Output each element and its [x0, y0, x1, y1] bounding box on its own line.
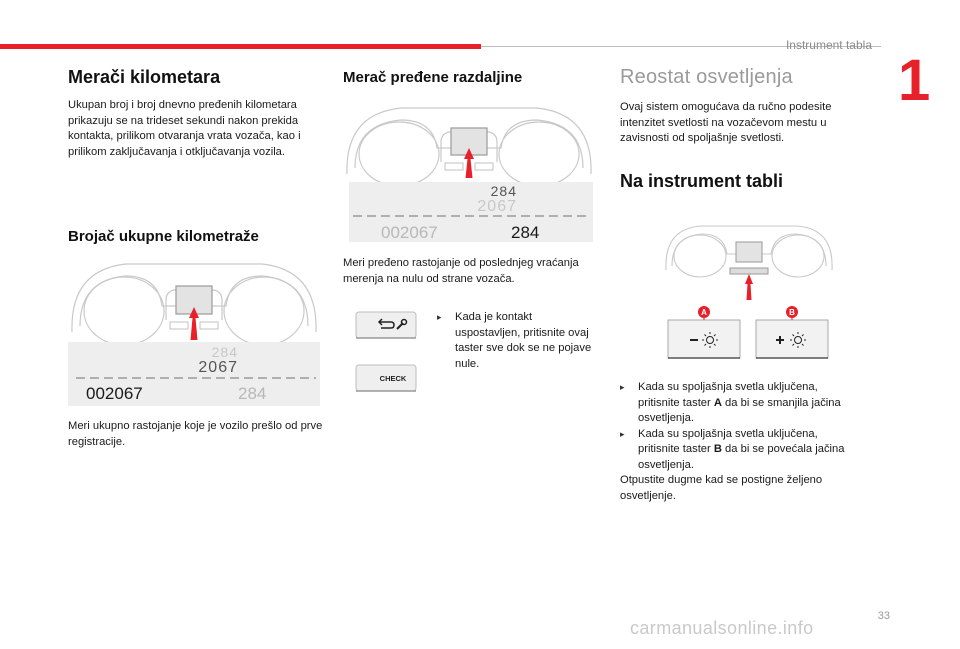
reset-instruction: ▸ Kada je kontakt uspostavljen, pritisni… [437, 310, 597, 372]
total-top-readout: 2067 [198, 359, 238, 376]
total-odometer-caption: Meri ukupno rastojanje koje je vozilo pr… [68, 420, 323, 448]
callout-b-badge [786, 306, 798, 318]
display-panel [68, 342, 320, 406]
reset-arrow-icon [377, 318, 395, 329]
wrench-icon [396, 318, 408, 330]
watermark: carmanualsonline.info [630, 618, 814, 638]
trip-bottom-readout: 284 [511, 223, 539, 242]
display-panel [349, 182, 593, 242]
trip-bottom-readout: 284 [238, 384, 266, 403]
reset-wrench-button[interactable] [355, 311, 417, 339]
cluster-screen [735, 241, 763, 263]
total-top-readout: 2067 [477, 198, 517, 215]
trip-top-readout: 284 [212, 344, 238, 360]
instruction-a-text: Kada su spoljašnja svetla uključena, pri… [638, 381, 818, 409]
dimmer-outro: Otpustite dugme kad se postigne željeno … [620, 474, 823, 502]
page-number: 33 [877, 610, 890, 622]
sun-icon [702, 332, 718, 348]
callout-a-badge [698, 306, 710, 318]
bullet-marker-icon: ▸ [620, 382, 625, 392]
instruction-b-end: da bi se povećala jačina osvetljenja. [638, 443, 845, 471]
sun-icon [790, 332, 806, 348]
instruction-a: ▸ Kada su spoljašnja svetla uključena, p… [620, 380, 860, 427]
instrument-cluster-figure: 284 2067 002067 284 [68, 263, 320, 406]
callout-a-label: A [701, 308, 707, 317]
callout-b-label: B [789, 308, 795, 317]
header-red-bar [0, 44, 481, 49]
bullet-marker-icon: ▸ [620, 428, 625, 439]
trip-meter-caption: Meri pređeno rastojanje od poslednjeg vr… [343, 257, 579, 285]
section-title: Instrument tabla [785, 38, 872, 52]
odometers-title: Merači kilometara [68, 67, 221, 87]
check-button[interactable]: CHECK [355, 364, 417, 392]
pointer-arrow-icon [745, 274, 753, 300]
dashboard-subtitle: Na instrument tabli [620, 171, 784, 191]
trip-meter-figure: 284 2067 002067 284 [346, 107, 593, 242]
dimmer-figure: A B [665, 225, 833, 359]
header-rule [481, 46, 881, 47]
bullet-marker-icon: ▸ [437, 312, 442, 322]
total-odometer-title: Brojač ukupne kilometraže [68, 228, 259, 245]
odometers-intro: Ukupan broj i broj dnevno pređenih kilom… [68, 99, 301, 158]
dimmer-intro: Ovaj sistem omogućava da ručno podesite … [620, 101, 832, 144]
instruction-b-text: Kada su spoljašnja svetla uključena, pri… [638, 427, 818, 456]
dimmer-title: Reostat osvetljenja [620, 66, 793, 88]
pointer-arrow-icon [189, 307, 199, 340]
reset-instruction-text: Kada je kontakt uspostavljen, pritisnite… [455, 311, 592, 370]
total-bottom-readout: 002067 [381, 223, 438, 242]
trip-meter-title: Merač pređene razdaljine [343, 69, 523, 86]
dimmer-instructions: ▸ Kada su spoljašnja svetla uključena, p… [620, 380, 860, 504]
instruction-a-end: da bi se smanjila jačina osvetljenja. [638, 396, 841, 425]
check-button-label: CHECK [380, 374, 407, 383]
chapter-number: 1 [898, 48, 931, 113]
trip-top-readout: 284 [491, 183, 517, 199]
total-bottom-readout: 002067 [86, 384, 143, 403]
pointer-arrow-icon [464, 148, 474, 178]
instruction-b-key: B [713, 443, 722, 455]
instruction-b: ▸ Kada su spoljašnja svetla uključena, p… [620, 427, 860, 474]
brightness-up-button[interactable] [755, 319, 829, 359]
instruction-a-key: A [713, 396, 722, 409]
brightness-down-button[interactable] [667, 319, 741, 359]
